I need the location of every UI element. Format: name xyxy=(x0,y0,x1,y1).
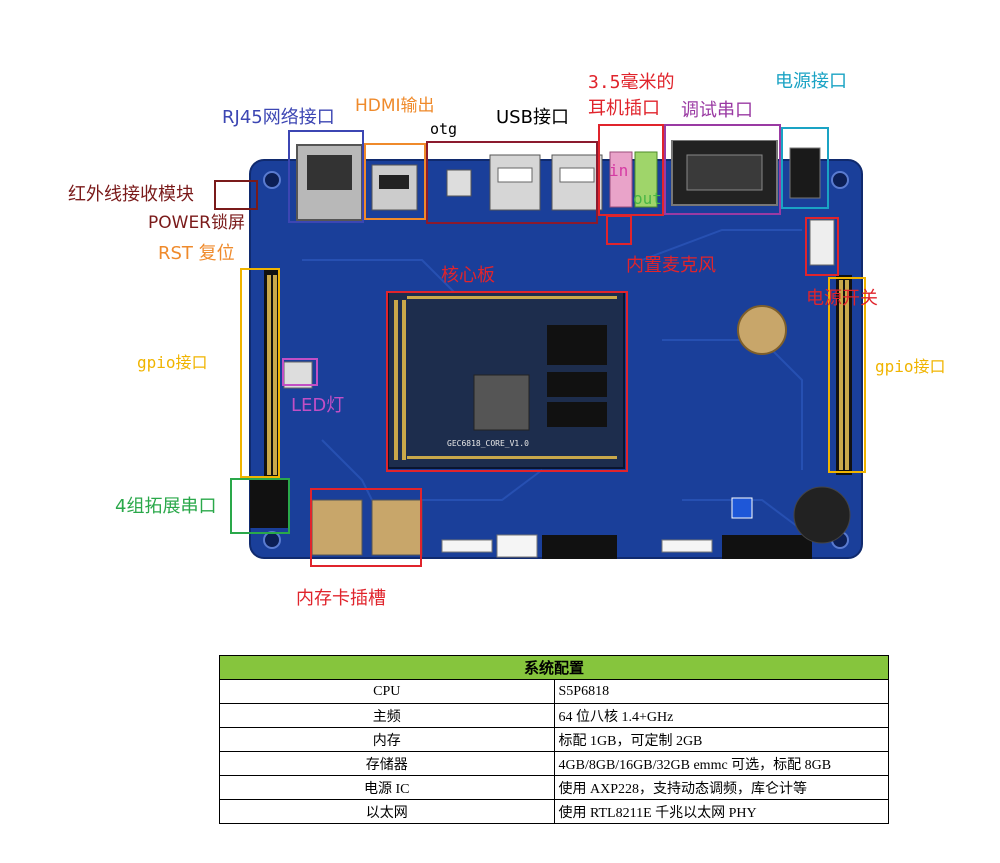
mic-callout-box xyxy=(606,215,632,245)
audio-label: 3.5毫米的 耳机插口 xyxy=(588,70,675,122)
table-row: 内存 标配 1GB，可定制 2GB xyxy=(220,728,889,752)
power-port-label: 电源接口 xyxy=(775,73,847,91)
led-callout-box xyxy=(282,358,318,386)
spec-value: 4GB/8GB/16GB/32GB emmc 可选，标配 8GB xyxy=(554,752,889,776)
serial4-callout-box xyxy=(230,478,290,534)
spec-value: 使用 RTL8211E 千兆以太网 PHY xyxy=(554,800,889,824)
audio-label-line2: 耳机插口 xyxy=(588,96,675,122)
rj45-callout-box xyxy=(288,130,364,223)
spec-key: 电源 IC xyxy=(220,776,555,800)
mic-label: 内置麦克风 xyxy=(626,257,716,275)
usb-label: USB接口 xyxy=(496,109,569,127)
spec-table-container: 系统配置 CPU S5P6818 主频 64 位八核 1.4+GHz 内存 标配… xyxy=(219,655,889,824)
spec-table-title: 系统配置 xyxy=(220,656,889,680)
gpio-left-label: gpio接口 xyxy=(137,355,208,371)
hdmi-callout-box xyxy=(364,143,426,220)
core-board-callout-box xyxy=(386,291,628,472)
memcard-callout-box xyxy=(310,488,422,567)
core-board-label: 核心板 xyxy=(441,267,495,285)
audio-label-line1: 3.5毫米的 xyxy=(588,70,675,96)
memcard-label: 内存卡插槽 xyxy=(296,590,386,608)
rst-label: RST 复位 xyxy=(158,245,235,263)
spec-key: 存储器 xyxy=(220,752,555,776)
power-switch-label: 电源开关 xyxy=(806,290,878,308)
spec-value: 使用 AXP228，支持动态调频，库仑计等 xyxy=(554,776,889,800)
board-figure: GEC6818_CORE_V1.0 xyxy=(0,0,1000,620)
spec-key: 内存 xyxy=(220,728,555,752)
debug-serial-label: 调试串口 xyxy=(681,102,753,120)
table-row: CPU S5P6818 xyxy=(220,680,889,704)
spec-table-header-row: 系统配置 xyxy=(220,656,889,680)
serial4-label: 4组拓展串口 xyxy=(115,498,216,516)
table-row: 存储器 4GB/8GB/16GB/32GB emmc 可选，标配 8GB xyxy=(220,752,889,776)
gpio-left-callout-box xyxy=(240,268,280,478)
gpio-right-label: gpio接口 xyxy=(875,359,946,375)
led-label: LED灯 xyxy=(291,397,344,415)
table-row: 电源 IC 使用 AXP228，支持动态调频，库仑计等 xyxy=(220,776,889,800)
table-row: 以太网 使用 RTL8211E 千兆以太网 PHY xyxy=(220,800,889,824)
in-label: in xyxy=(609,163,628,179)
spec-key: CPU xyxy=(220,680,555,704)
power-switch-callout-box xyxy=(805,217,839,276)
spec-value: 标配 1GB，可定制 2GB xyxy=(554,728,889,752)
spec-table: 系统配置 CPU S5P6818 主频 64 位八核 1.4+GHz 内存 标配… xyxy=(219,655,889,824)
infrared-callout-box xyxy=(214,180,258,210)
otg-label: otg xyxy=(430,122,457,137)
spec-value: S5P6818 xyxy=(554,680,889,704)
power-port-callout-box xyxy=(781,127,829,209)
rj45-label: RJ45网络接口 xyxy=(222,109,335,127)
usb-otg-callout-box xyxy=(426,141,598,224)
debug-serial-callout-box xyxy=(664,124,781,215)
spec-key: 以太网 xyxy=(220,800,555,824)
spec-value: 64 位八核 1.4+GHz xyxy=(554,704,889,728)
infrared-label: 红外线接收模块 xyxy=(68,186,194,204)
hdmi-label: HDMI输出 xyxy=(355,98,435,115)
power-lock-label: POWER锁屏 xyxy=(148,215,245,232)
table-row: 主频 64 位八核 1.4+GHz xyxy=(220,704,889,728)
out-label: out xyxy=(633,191,662,207)
spec-key: 主频 xyxy=(220,704,555,728)
